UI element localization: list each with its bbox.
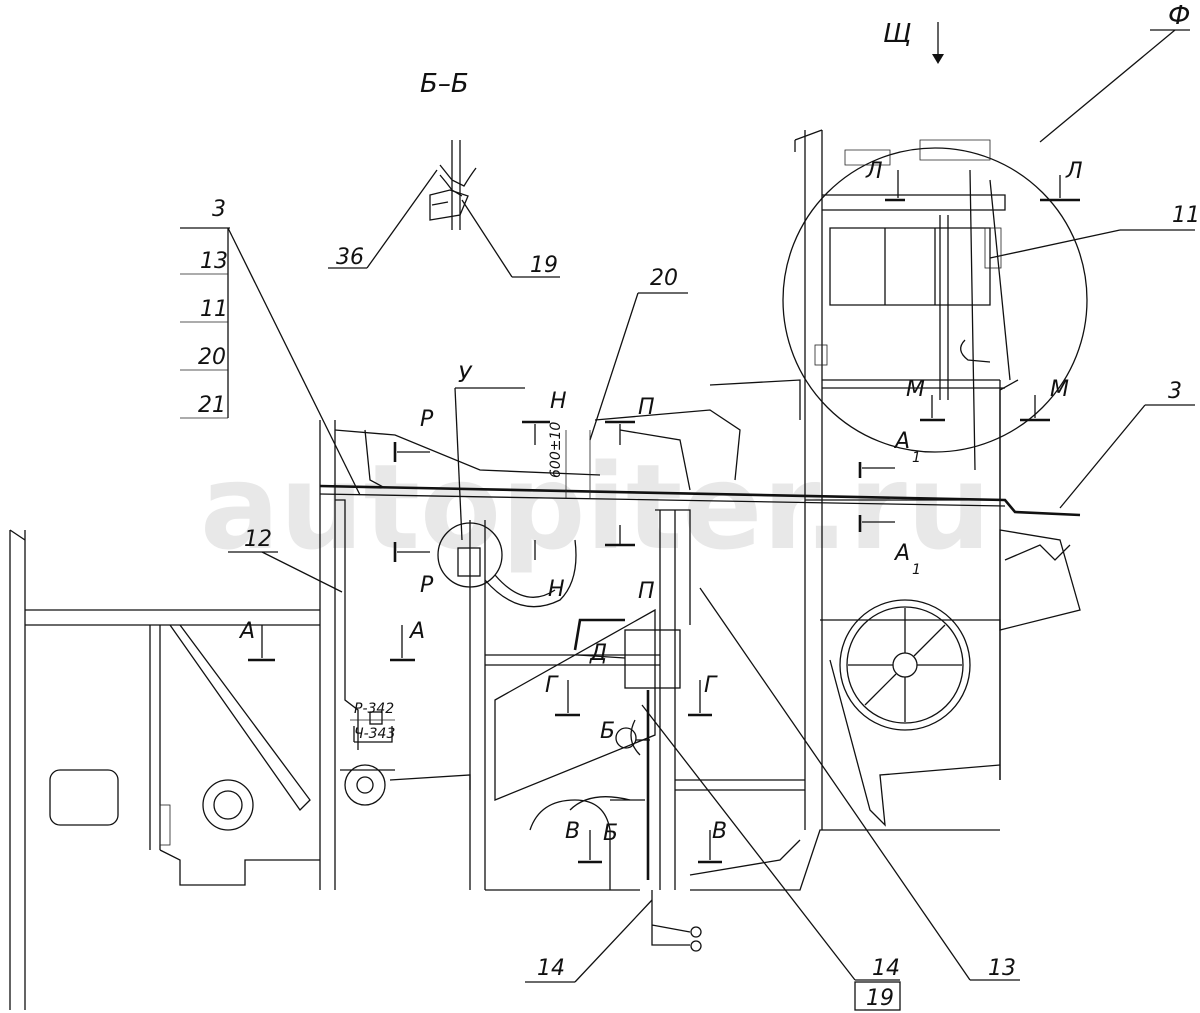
- view-shch-label: Щ: [883, 19, 911, 49]
- section-r-1: Р: [420, 407, 434, 432]
- connector-top-label: Р-342: [354, 701, 394, 717]
- callout-3-left: 3: [212, 197, 226, 222]
- stack-item-2: 11: [200, 297, 228, 322]
- connector-bottom-label: Ч-343: [354, 726, 395, 742]
- section-title: Б–Б: [420, 69, 469, 99]
- section-b-1: Б: [600, 719, 615, 744]
- callout-19-boxed: 19: [866, 986, 894, 1011]
- section-g-2: Г: [704, 673, 718, 698]
- section-g-1: Г: [545, 673, 559, 698]
- wheel-assembly: [820, 529, 1081, 827]
- section-l-1: Л: [865, 159, 883, 184]
- connector-block: Р-342 Ч-343: [335, 499, 471, 806]
- watermark-text: autopiter.ru: [200, 438, 991, 576]
- section-n-1: Н: [550, 389, 567, 414]
- stack-item-1: 13: [200, 249, 228, 274]
- stack-item-3: 20: [198, 345, 226, 370]
- section-u: У: [458, 363, 473, 388]
- harness-loop: [484, 539, 577, 608]
- section-v-2: В: [712, 819, 727, 844]
- left-cab: [9, 529, 320, 1010]
- stack-item-4: 21: [198, 393, 226, 418]
- section-a1-bot-sub: 1: [912, 562, 921, 578]
- section-p-2: П: [638, 579, 655, 604]
- callout-stack-left: 3 13 11 20 21: [180, 197, 361, 496]
- section-r-2: Р: [420, 573, 434, 598]
- callout-13-bottom: 13: [988, 956, 1016, 981]
- section-d: Д: [589, 641, 607, 666]
- section-p-1: П: [638, 395, 655, 420]
- callout-12: 12: [244, 527, 272, 552]
- central-frame: [319, 379, 1000, 891]
- callout-20: 20: [650, 266, 678, 291]
- callout-14-left: 14: [537, 956, 565, 981]
- view-f-circle: [782, 147, 1088, 453]
- dimension-label: 600±10: [548, 422, 564, 478]
- callout-11: 11: [1172, 203, 1200, 228]
- section-a1-top-sub: 1: [912, 450, 921, 466]
- section-m-2: М: [1050, 377, 1069, 402]
- callout-36: 36: [336, 245, 364, 270]
- main-harness: [319, 484, 1081, 517]
- view-f-label: Ф: [1168, 1, 1190, 31]
- section-v-1: В: [565, 819, 580, 844]
- section-a-right: А: [408, 619, 425, 644]
- callout-19-top: 19: [530, 253, 558, 278]
- section-a1-bot: А: [893, 541, 910, 566]
- control-box: [624, 629, 681, 689]
- callout-19-box: [854, 981, 901, 1011]
- section-n-2: Н: [548, 577, 565, 602]
- callout-14-right: 14: [872, 956, 900, 981]
- section-a1-top: А: [893, 429, 910, 454]
- section-b-2: Б: [603, 821, 618, 846]
- detail-bb: [328, 140, 560, 278]
- section-m-1: М: [906, 377, 925, 402]
- section-a-left: А: [238, 619, 255, 644]
- callout-3-right: 3: [1168, 379, 1182, 404]
- section-l-2: Л: [1065, 159, 1083, 184]
